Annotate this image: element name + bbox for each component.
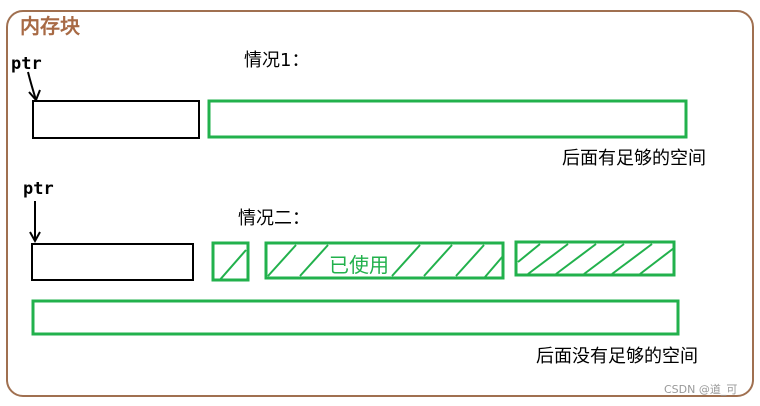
pointer-arrow-1: [27, 71, 41, 102]
free-space-block-1: [207, 99, 688, 139]
diagram-title: 内存块: [20, 14, 80, 38]
enough-space-label: 后面有足够的空间: [562, 148, 706, 169]
not-enough-space-label: 后面没有足够的空间: [536, 346, 698, 367]
required-block-2: [31, 299, 680, 336]
used-block-1: [211, 241, 250, 282]
ptr-label-2: ptr: [23, 179, 54, 199]
pointed-block-2: [31, 243, 194, 281]
used-block-2: [264, 241, 505, 280]
used-label: 已使用: [329, 253, 389, 277]
pointed-block-1: [32, 100, 200, 139]
watermark: CSDN @道_可: [664, 383, 738, 396]
used-block-3: [514, 240, 676, 277]
case-1-label: 情况1：: [244, 50, 310, 71]
ptr-label-1: ptr: [11, 54, 42, 74]
pointer-arrow-2: [29, 201, 41, 244]
memory-block-frame: [6, 10, 754, 397]
case-2-label: 情况二：: [238, 208, 310, 229]
